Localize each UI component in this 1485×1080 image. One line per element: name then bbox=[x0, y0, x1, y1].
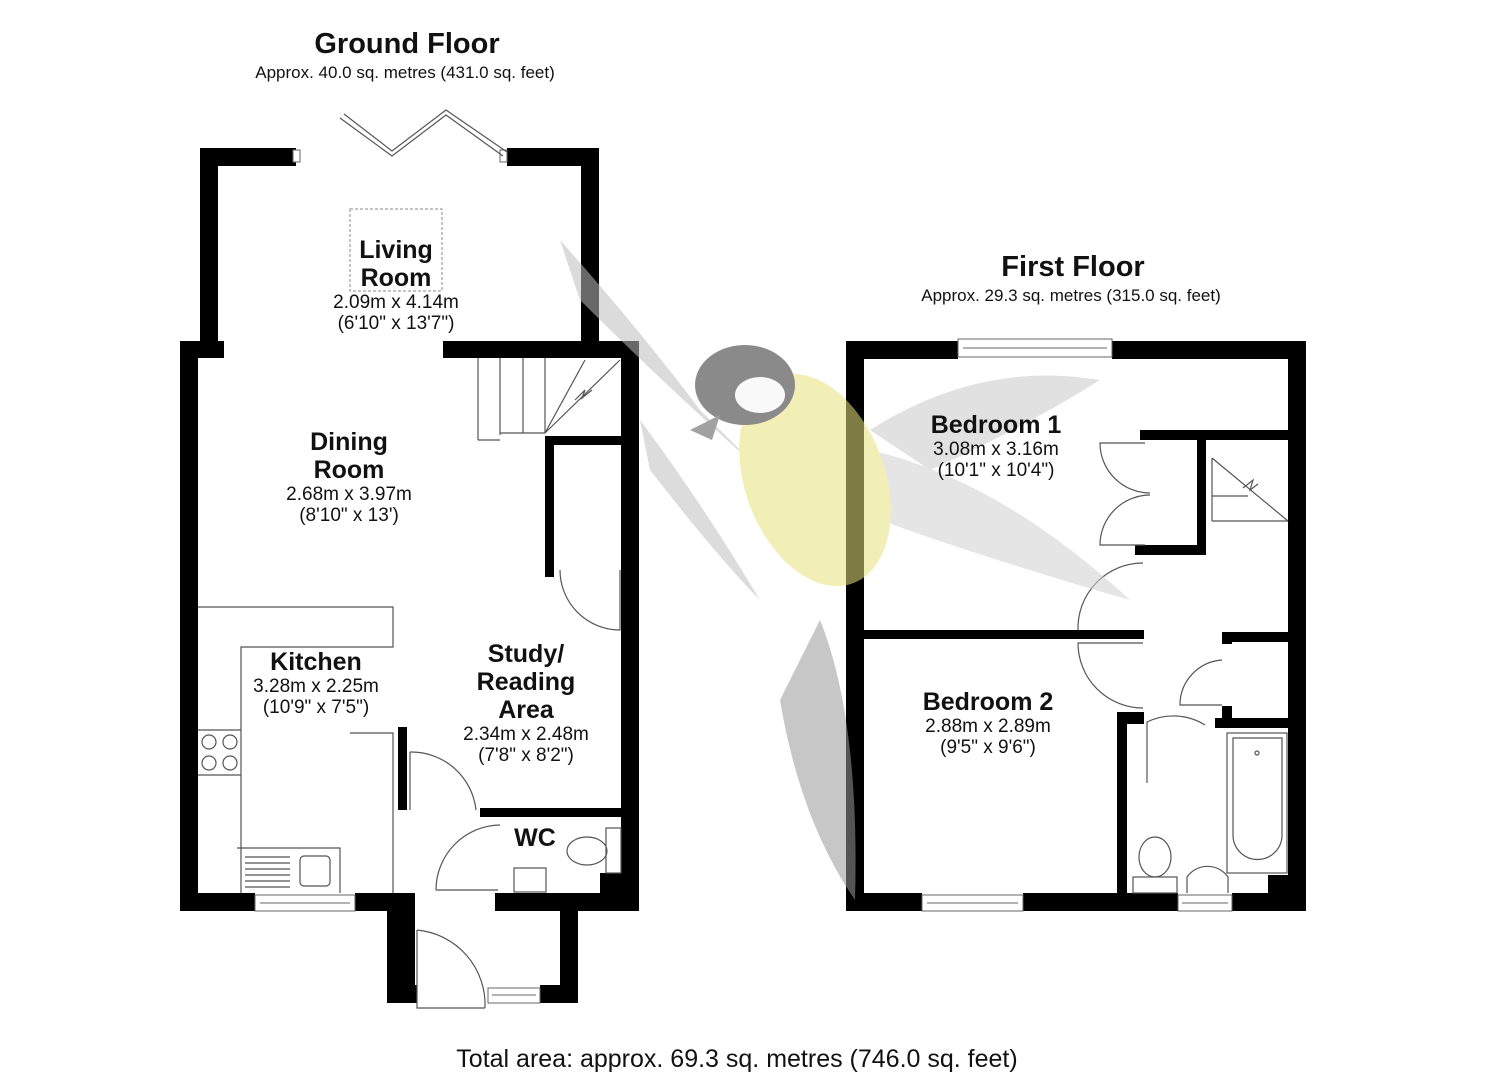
room-label-kitchen: Kitchen 3.28m x 2.25m (10'9" x 7'5") bbox=[253, 648, 379, 718]
bifold-door bbox=[292, 109, 508, 163]
closet-door-swing bbox=[559, 569, 621, 631]
room-label-study: Study/ Reading Area 2.34m x 2.48m (7'8" … bbox=[463, 640, 589, 766]
first-floor-walls bbox=[846, 341, 1306, 911]
ground-floor-area: Approx. 40.0 sq. metres (431.0 sq. feet) bbox=[255, 63, 555, 82]
wc-door-swing bbox=[435, 824, 501, 891]
stairs-ground bbox=[477, 358, 621, 441]
bird-watermark bbox=[560, 240, 1130, 900]
kitchen-units bbox=[198, 606, 394, 893]
room-label-living-room: Living Room 2.09m x 4.14m (6'10" x 13'7"… bbox=[333, 236, 459, 334]
ground-floor-title: Ground Floor bbox=[314, 28, 500, 60]
hall-door-swing bbox=[409, 751, 477, 811]
windows-ground bbox=[254, 894, 541, 1004]
bathroom-fixtures bbox=[1132, 732, 1288, 894]
stairs-first bbox=[1211, 457, 1289, 522]
windows-first bbox=[921, 338, 1233, 912]
wc-fixtures bbox=[513, 827, 622, 893]
ground-floor-walls bbox=[180, 148, 639, 1003]
first-floor-title: First Floor bbox=[1001, 251, 1145, 283]
roof-lantern-outline bbox=[349, 208, 443, 292]
room-label-bedroom-2: Bedroom 2 2.88m x 2.89m (9'5" x 9'6") bbox=[922, 688, 1054, 758]
first-floor-area: Approx. 29.3 sq. metres (315.0 sq. feet) bbox=[921, 286, 1221, 305]
room-label-bedroom-1: Bedroom 1 3.08m x 3.16m (10'1" x 10'4") bbox=[930, 411, 1062, 481]
room-label-wc: WC bbox=[514, 824, 556, 852]
total-area: Total area: approx. 69.3 sq. metres (746… bbox=[456, 1045, 1018, 1073]
front-door-swing bbox=[416, 929, 486, 1009]
room-label-dining-room: Dining Room 2.68m x 3.97m (8'10" x 13') bbox=[286, 428, 412, 526]
doors-first bbox=[1077, 442, 1223, 783]
